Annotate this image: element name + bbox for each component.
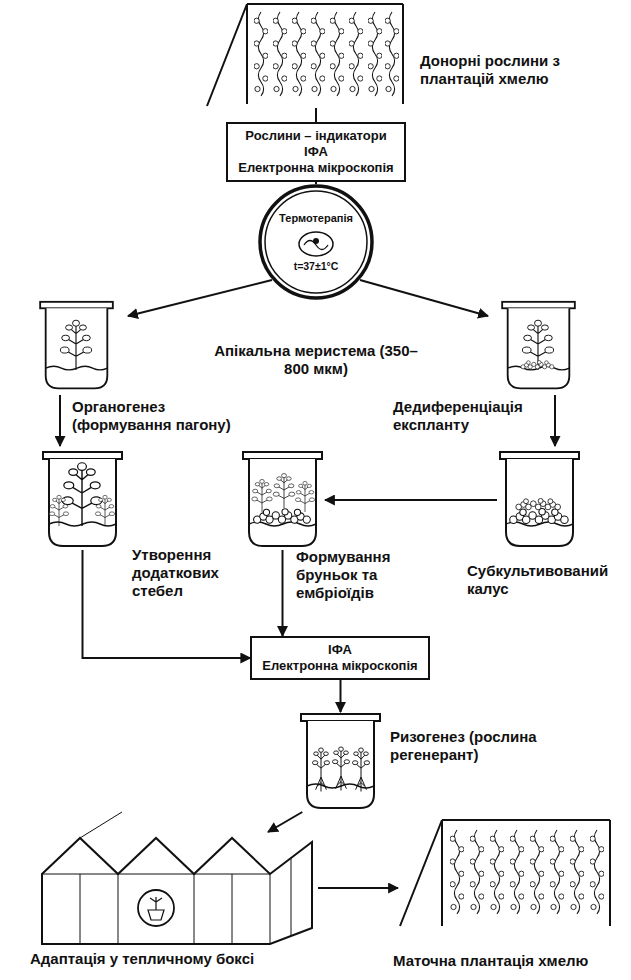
flow-arrow xyxy=(340,680,342,712)
cell-sketch xyxy=(299,232,333,256)
greenhouse-part xyxy=(150,897,162,910)
process-arrows xyxy=(60,280,555,446)
culture-flask: Утворення додаткових стебел xyxy=(40,450,125,550)
greenhouse-part xyxy=(148,910,164,920)
step-label: Дедиференціація експланту xyxy=(393,398,543,434)
donor-trellis-part xyxy=(349,12,363,96)
greenhouse-part xyxy=(42,838,312,944)
donor-trellis-part xyxy=(385,12,399,96)
culture-flasks-part xyxy=(516,498,561,509)
box-text: Електронна мікроскопія xyxy=(238,160,393,176)
mother-plantation xyxy=(400,820,610,926)
caption: Утворення додаткових стебел xyxy=(132,546,232,600)
caption: Формування бруньок та ембріоїдів xyxy=(296,548,404,602)
culture-flask: Формування бруньок та ембріоїдів xyxy=(240,450,325,550)
ring-inner xyxy=(265,191,367,293)
cell-sketch-part xyxy=(313,238,319,244)
donor-trellis-part xyxy=(311,12,325,96)
process-arrows-part xyxy=(59,395,61,446)
donor-trellis-part xyxy=(207,4,403,106)
flow-arrow xyxy=(325,499,497,501)
caption: Адаптація у тепличному боксі xyxy=(30,950,254,968)
mother-plantation-part xyxy=(470,830,484,914)
thermotherapy-circle: Термотерапія t=37±1°C xyxy=(258,184,374,300)
meristem-flasks-part xyxy=(40,302,113,388)
culture-flasks xyxy=(43,452,579,808)
donor-trellis-part xyxy=(368,12,382,96)
caption: Ризогенез (рослина регенерант) xyxy=(390,728,580,764)
box-text: ІФА xyxy=(262,642,417,658)
mother-plantation-part xyxy=(450,830,464,914)
caption: Субкультивований калус xyxy=(467,562,617,598)
culture-flasks-part xyxy=(62,463,102,526)
box-text: Рослини – індикатори xyxy=(238,128,393,144)
greenhouse xyxy=(42,812,312,944)
mother-plantation-part xyxy=(550,830,564,914)
greenhouse-part xyxy=(42,812,291,944)
plantation: Маточна плантація хмелю xyxy=(398,818,613,928)
mother-plantation-part xyxy=(590,830,604,914)
culture-flasks-part xyxy=(43,452,122,546)
mother-plantation-part xyxy=(530,830,544,914)
meristem-flasks-part xyxy=(521,361,554,369)
culture-flasks-part xyxy=(95,495,114,526)
box-text: Електронна мікроскопія xyxy=(262,658,417,674)
test-box: Рослини – індикаториІФАЕлектронна мікрос… xyxy=(226,122,405,182)
circle-text: Термотерапія xyxy=(258,211,374,225)
culture-flasks-part xyxy=(301,714,380,808)
flow-arrow xyxy=(268,812,302,832)
culture-flasks-part xyxy=(273,474,295,509)
process-arrows-part xyxy=(128,280,272,316)
rooting-flask: Ризогенез (рослина регенерант) xyxy=(298,712,383,812)
culture-flasks-part xyxy=(312,748,329,792)
step-label: Апікальна меристема (350–800 мкм) xyxy=(206,342,426,378)
flow-arrow xyxy=(315,108,317,122)
box-text: ІФА xyxy=(238,144,393,160)
culture-flasks-part xyxy=(352,748,369,792)
culture-flasks-part xyxy=(49,495,68,526)
flow-arrow xyxy=(282,550,284,636)
process-arrows-part xyxy=(360,280,488,316)
donor-trellis-part xyxy=(273,12,287,96)
process-arrows-part xyxy=(554,395,556,446)
test-box: ІФАЕлектронна мікроскопія xyxy=(250,636,429,680)
culture-flasks-part xyxy=(252,479,272,512)
caption: Донорні рослини з плантацій хмелю xyxy=(420,52,570,88)
caption: Маточна плантація хмелю xyxy=(393,952,588,970)
circle-text: t=37±1°C xyxy=(258,260,374,273)
donor-trellis xyxy=(207,4,403,106)
culture-flasks-part xyxy=(332,747,349,791)
ring-outer xyxy=(260,186,372,298)
greenhouse: Адаптація у тепличному боксі xyxy=(40,832,318,944)
culture-flasks-part xyxy=(510,509,568,524)
step-label: Органогенез (формування пагону) xyxy=(72,398,254,434)
flow-arrow xyxy=(315,182,317,184)
greenhouse-part xyxy=(138,890,174,926)
donor-trellis-part xyxy=(292,12,306,96)
mother-plantation-part xyxy=(570,830,584,914)
meristem-flasks-part xyxy=(60,320,91,370)
meristem-flasks xyxy=(40,302,575,388)
donor-trellis-part xyxy=(330,12,344,96)
donor-plants: Донорні рослини з плантацій хмелю xyxy=(205,0,405,108)
ring-outline xyxy=(258,184,374,300)
mother-plantation-part xyxy=(400,820,610,926)
callus-flask: Субкультивований калус xyxy=(497,450,582,550)
culture-flasks-part xyxy=(243,452,322,546)
meristem-flasks-part xyxy=(502,302,575,388)
culture-flasks-part xyxy=(500,452,579,546)
culture-flasks-part xyxy=(295,481,314,512)
donor-trellis-part xyxy=(254,12,268,96)
mother-plantation-part xyxy=(490,830,504,914)
cell-sketch-part xyxy=(299,232,333,256)
mother-plantation-part xyxy=(510,830,524,914)
flow-arrow xyxy=(318,887,398,889)
